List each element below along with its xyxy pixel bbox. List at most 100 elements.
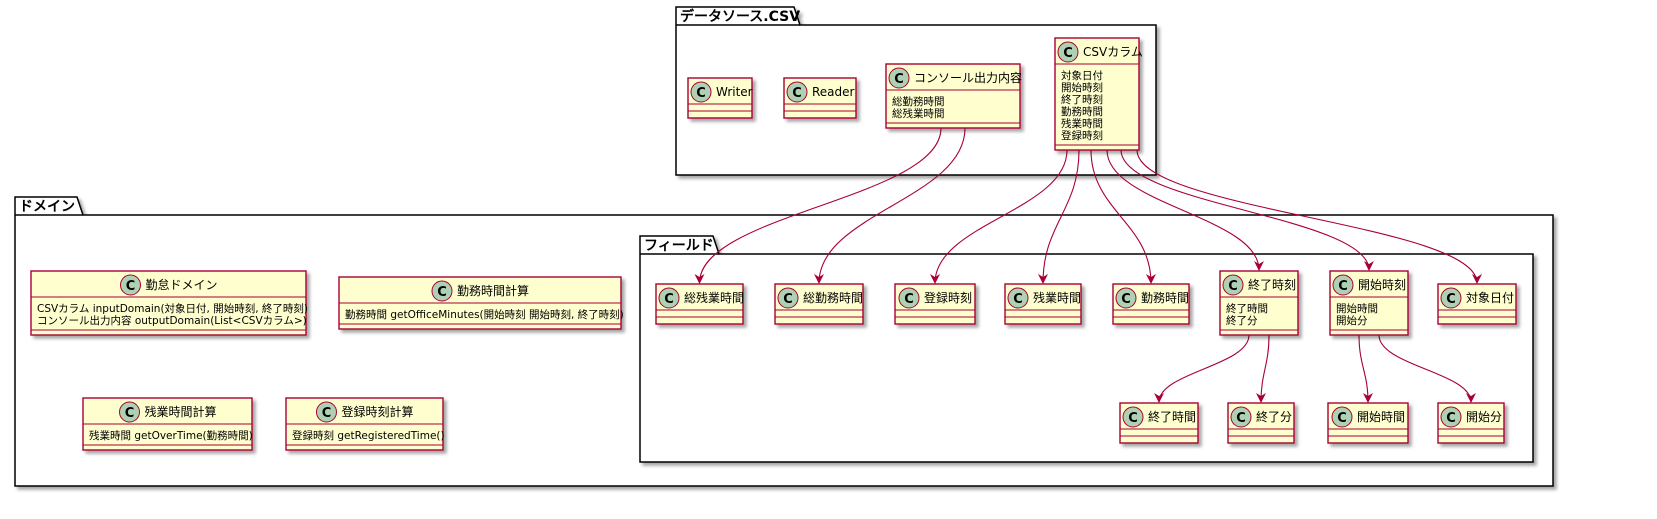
svg-text:C: C — [1128, 411, 1138, 426]
class-kinmu[interactable]: C 勤務時間 — [1112, 283, 1190, 325]
class-name: 勤務時間計算 — [457, 283, 529, 298]
class-sou_zangyo[interactable]: C 総残業時間 — [655, 283, 744, 325]
class-circle-icon: C — [1057, 41, 1079, 63]
class-taisho[interactable]: C 対象日付 — [1437, 283, 1517, 325]
class-circle-icon: C — [1331, 406, 1353, 428]
class-zangyo[interactable]: C 残業時間 — [1004, 283, 1082, 325]
class-name: 登録時刻 — [924, 290, 972, 305]
class-circle-icon: C — [786, 81, 808, 103]
class-member: 終了時刻 — [1061, 93, 1103, 106]
class-name: CSVカラム — [1083, 45, 1143, 59]
class-circle-icon: C — [1440, 406, 1462, 428]
class-name: 総残業時間 — [684, 291, 744, 305]
class-circle-icon: C — [431, 280, 453, 302]
package-label-domain: ドメイン — [19, 199, 75, 215]
relation-kaishi-to-kaishi_jikan — [1358, 334, 1373, 403]
class-name: 開始時間 — [1357, 410, 1405, 424]
svg-text:C: C — [1228, 279, 1238, 294]
relation-shuryo-to-shuryo_fun — [1256, 334, 1270, 403]
class-sou_kinmu[interactable]: C 総勤務時間 — [774, 283, 864, 325]
relation-csv-to-shuryo — [1106, 149, 1264, 271]
class-circle-icon: C — [1440, 287, 1462, 309]
svg-text:C: C — [1063, 46, 1073, 61]
class-writer[interactable]: C Writer — [687, 77, 753, 119]
class-reader[interactable]: C Reader — [783, 77, 857, 119]
relation-csv-to-taisho — [1136, 149, 1482, 284]
class-circle-icon: C — [316, 401, 337, 423]
class-member: 登録時刻 — [1061, 129, 1103, 142]
class-member: 開始時間 — [1336, 302, 1378, 315]
svg-text:C: C — [783, 292, 793, 307]
class-shuryo_fun[interactable]: C 終了分 — [1227, 402, 1295, 444]
relation-kaishi-to-kaishi_fun — [1378, 334, 1476, 403]
class-name: Reader — [812, 85, 855, 99]
class-circle-icon: C — [1115, 287, 1137, 309]
class-kaishi_jikan[interactable]: C 開始時間 — [1327, 402, 1409, 444]
class-member: 対象日付 — [1061, 69, 1103, 82]
class-circle-icon: C — [120, 274, 141, 296]
class-name: 終了時間 — [1148, 409, 1196, 424]
svg-text:C: C — [696, 86, 706, 101]
relation-csv-to-toroku — [930, 149, 1068, 284]
class-circle-icon: C — [1230, 406, 1252, 428]
relation-console-to-sou_zangyo — [694, 127, 942, 284]
class-box — [30, 270, 307, 336]
svg-text:C: C — [1236, 411, 1246, 426]
class-name: コンソール出力内容 — [914, 70, 1022, 85]
class-name: 総勤務時間 — [803, 291, 863, 305]
class-name: 終了時刻 — [1248, 277, 1296, 292]
class-name: 勤怠ドメイン — [146, 278, 218, 292]
svg-text:C: C — [1446, 411, 1456, 426]
svg-text:C: C — [126, 279, 136, 294]
class-name: 勤務時間 — [1141, 291, 1189, 305]
relation-csv-to-kaishi — [1120, 149, 1374, 271]
class-name: 登録時刻計算 — [342, 404, 414, 419]
relation-csv-to-kinmu — [1090, 149, 1156, 284]
class-shuryo_jikan[interactable]: C 終了時間 — [1119, 402, 1199, 444]
class-circle-icon: C — [690, 81, 712, 103]
class-circle-icon: C — [777, 287, 799, 309]
class-member: 残業時間 getOverTime(勤務時間) — [89, 429, 253, 442]
class-member: 開始時刻 — [1061, 81, 1103, 94]
class-member: 終了分 — [1226, 314, 1258, 327]
svg-text:C: C — [125, 406, 135, 421]
svg-text:C: C — [1338, 279, 1348, 294]
class-kintai[interactable]: C 勤怠ドメイン CSVカラム inputDomain(対象日付, 開始時刻, 終了… — [30, 270, 308, 336]
class-member: 勤務時間 — [1061, 105, 1103, 118]
class-member: CSVカラム inputDomain(対象日付, 開始時刻, 終了時刻) — [37, 302, 308, 315]
class-circle-icon: C — [1222, 274, 1244, 296]
class-circle-icon: C — [1332, 274, 1354, 296]
class-circle-icon: C — [888, 67, 910, 89]
class-member: 残業時間 — [1061, 117, 1103, 130]
relation-console-to-sou_kinmu — [814, 127, 966, 284]
class-name: 開始分 — [1466, 410, 1502, 424]
class-name: 残業時間 — [1033, 291, 1081, 305]
package-label-field: フィールド — [644, 238, 714, 254]
class-member: 総残業時間 — [892, 107, 945, 120]
class-member: 総勤務時間 — [892, 95, 945, 108]
svg-text:C: C — [437, 285, 447, 300]
class-member: 勤務時間 getOfficeMinutes(開始時刻 開始時刻, 終了時刻) — [345, 308, 624, 321]
class-name: 対象日付 — [1466, 291, 1514, 305]
class-name: 終了分 — [1256, 409, 1292, 424]
class-circle-icon: C — [119, 401, 140, 423]
class-name: 残業時間計算 — [145, 404, 217, 419]
svg-text:C: C — [664, 292, 674, 307]
class-kaishi_fun[interactable]: C 開始分 — [1437, 402, 1505, 444]
class-circle-icon: C — [658, 287, 680, 309]
class-name: Writer — [716, 85, 753, 99]
class-name: 開始時刻 — [1358, 278, 1406, 292]
class-member: 開始分 — [1336, 314, 1368, 327]
relation-shuryo-to-shuryo_jikan — [1154, 334, 1250, 403]
class-circle-icon: C — [1007, 287, 1029, 309]
class-member: 終了時間 — [1226, 302, 1268, 315]
